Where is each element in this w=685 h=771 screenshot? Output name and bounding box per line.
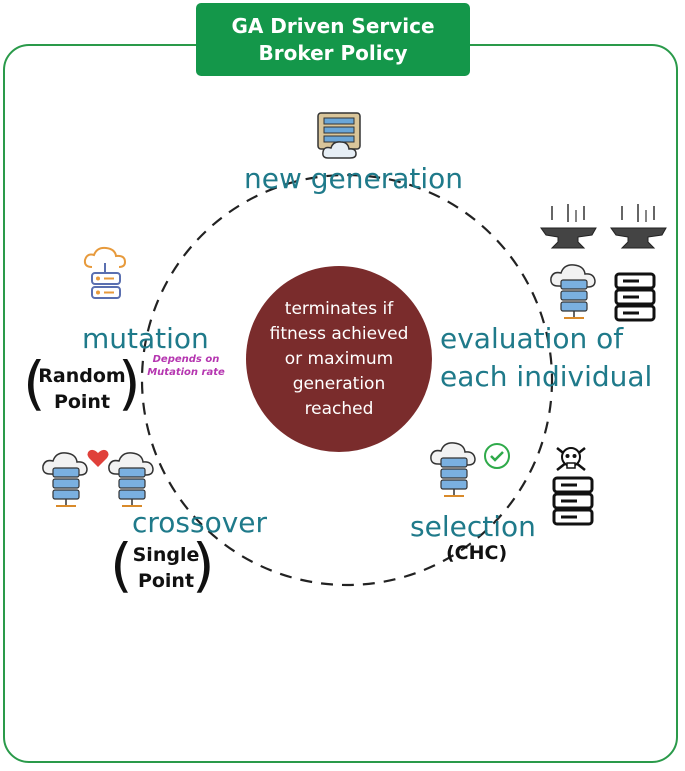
mutation-close-paren: ) bbox=[118, 349, 141, 417]
crossover-type-line2: Point bbox=[137, 570, 195, 592]
server-cloud-icon bbox=[317, 112, 361, 159]
crossover-open-paren: ( bbox=[110, 531, 133, 599]
crossover-type-line1: Single bbox=[132, 544, 200, 566]
mutation-type-line2: Point bbox=[53, 391, 111, 413]
cloud-server-icon bbox=[430, 442, 476, 497]
mutation-note-line2: Mutation rate bbox=[147, 367, 225, 378]
heart-icon bbox=[87, 449, 109, 467]
cloud-server-icon bbox=[550, 264, 596, 319]
mutation-open-paren: ( bbox=[23, 349, 46, 417]
stage-selection: selection bbox=[410, 510, 536, 543]
check-circle-icon bbox=[484, 443, 510, 469]
stage-crossover: crossover bbox=[132, 506, 268, 539]
selection-method: (CHC) bbox=[446, 542, 508, 564]
stage-evaluation-line1: evaluation of bbox=[440, 322, 624, 355]
stage-evaluation-line2: each individual bbox=[440, 360, 653, 393]
termination-condition: terminates if fitness achieved or maximu… bbox=[246, 266, 432, 452]
stage-new-generation: new generation bbox=[244, 162, 464, 195]
cloud-server-icon bbox=[42, 452, 88, 507]
anvil-icon bbox=[540, 204, 597, 249]
cloud-server-icon bbox=[83, 246, 127, 299]
termination-text: terminates if fitness achieved or maximu… bbox=[269, 298, 409, 419]
title-text: GA Driven Service Broker Policy bbox=[231, 13, 435, 65]
stage-mutation: mutation bbox=[82, 322, 209, 355]
mutation-type-line1: Random bbox=[38, 365, 126, 387]
mutation-note: Depends on Mutation rate bbox=[144, 353, 228, 379]
title-banner: GA Driven Service Broker Policy bbox=[196, 3, 470, 76]
cloud-server-icon bbox=[108, 452, 154, 507]
skull-icon bbox=[556, 447, 586, 471]
crossover-close-paren: ) bbox=[192, 531, 215, 599]
anvil-icon bbox=[610, 204, 667, 249]
server-rack-icon bbox=[614, 272, 656, 322]
server-rack-icon bbox=[552, 476, 594, 526]
mutation-note-line1: Depends on bbox=[152, 354, 220, 365]
